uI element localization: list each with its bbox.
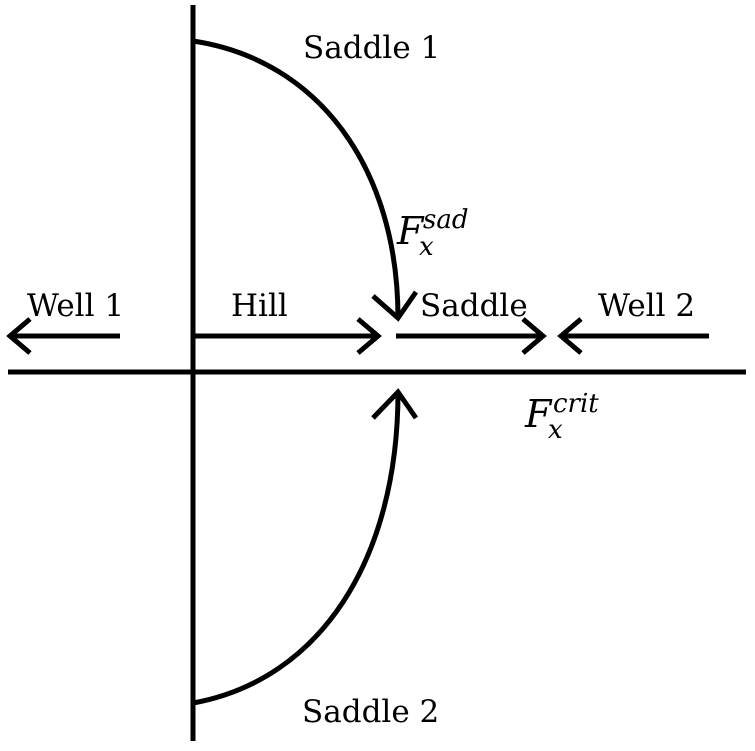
hill-arrowhead [356, 317, 382, 355]
label-saddle-2: Saddle 2 [302, 694, 439, 730]
fx-sad-subscript: x [419, 232, 434, 262]
label-saddle-1: Saddle 1 [303, 30, 440, 66]
label-saddle: Saddle [420, 288, 528, 324]
fx-sad-superscript: sad [423, 205, 469, 235]
math-fx-sad: F sad x [396, 205, 469, 262]
upper-curve-arrowhead [371, 290, 419, 322]
label-hill: Hill [231, 288, 288, 324]
math-fx-crit: F crit x [524, 389, 599, 445]
label-well-2: Well 2 [598, 288, 695, 324]
fx-sad-base: F [396, 209, 425, 253]
label-well-1: Well 1 [27, 288, 124, 324]
saddle-arrowhead [521, 317, 547, 355]
fx-crit-base: F [524, 392, 553, 436]
well2-arrowhead [557, 317, 583, 355]
lower-curve-arrowhead [371, 388, 419, 420]
lower-curve-arrow [192, 391, 401, 706]
fx-crit-superscript: crit [553, 389, 599, 419]
fx-crit-subscript: x [548, 415, 563, 445]
upper-curve-arrow [192, 38, 401, 319]
well1-arrowhead [6, 317, 32, 355]
